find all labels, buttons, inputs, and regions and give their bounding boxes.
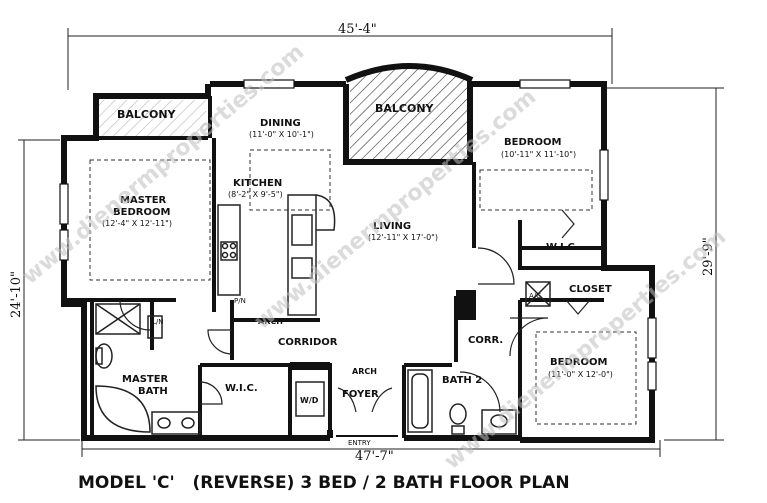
windows: [59, 79, 657, 391]
living-label: LIVING: [373, 221, 411, 232]
left-height-dimension: 24'-10": [9, 271, 24, 318]
closet-label: CLOSET: [569, 284, 612, 295]
bedroom-top-label: BEDROOM: [504, 137, 561, 148]
wic-right-label: W.I.C.: [546, 242, 579, 253]
ac-label: A/C: [529, 292, 541, 300]
arch-foyer-label: ARCH: [352, 367, 377, 376]
foyer-label: FOYER: [342, 389, 379, 400]
kitchen-fixtures: [217, 194, 336, 316]
balcony-center-area: [350, 68, 468, 160]
ceiling-outlines: [89, 149, 637, 425]
corr-label: CORR.: [468, 335, 503, 346]
master-bedroom-size-label: (12'-4" X 12'-11"): [102, 219, 172, 228]
dining-size-label: (11'-0" X 10'-1"): [249, 130, 314, 139]
wd-label: W/D: [300, 396, 319, 405]
balcony-center-label: BALCONY: [375, 102, 435, 115]
arch-kitchen-label: ARCH: [258, 317, 283, 326]
master-bath-label-1: MASTER: [122, 374, 169, 385]
bedroom-bottom-label: BEDROOM: [550, 357, 607, 368]
right-height-dimension: 29'-9": [701, 237, 716, 276]
master-bedroom-label-1: MASTER: [120, 195, 167, 206]
bottom-width-dimension: 47'-7": [355, 449, 394, 464]
master-bath-label-2: BATH: [138, 386, 168, 397]
master-bedroom-label-2: BEDROOM: [113, 207, 170, 218]
bath-fixtures: [95, 281, 551, 435]
structural-column: [456, 290, 476, 320]
balcony-left-label: BALCONY: [117, 108, 177, 121]
balcony-arch-wall: [344, 63, 474, 83]
bath2-label: BATH 2: [442, 375, 482, 386]
door-swings: [119, 209, 591, 413]
balcony-left-area: [96, 100, 206, 138]
kitchen-size-label: (8'-2" X 9'-5"): [228, 190, 283, 199]
corridor-label: CORRIDOR: [278, 337, 338, 348]
dimension-lines: [18, 28, 724, 457]
entry-wall-block: [290, 362, 330, 370]
pn-label: P/N: [234, 297, 246, 305]
bedroom-top-size-label: (10'-11" X 11'-10"): [501, 150, 576, 159]
ln-label: L/N: [152, 318, 164, 326]
top-width-dimension: 45'-4": [338, 22, 377, 37]
bedroom-bottom-size-label: (11'-0" X 12'-0"): [548, 370, 613, 379]
kitchen-label: KITCHEN: [233, 178, 282, 189]
wic-left-label: W.I.C.: [225, 383, 258, 394]
living-size-label: (12'-11" X 17'-0"): [368, 233, 438, 242]
dining-label: DINING: [260, 118, 301, 129]
plan-title: MODEL 'C' (REVERSE) 3 BED / 2 BATH FLOOR…: [78, 473, 570, 493]
entry-label: ENTRY: [348, 439, 371, 447]
